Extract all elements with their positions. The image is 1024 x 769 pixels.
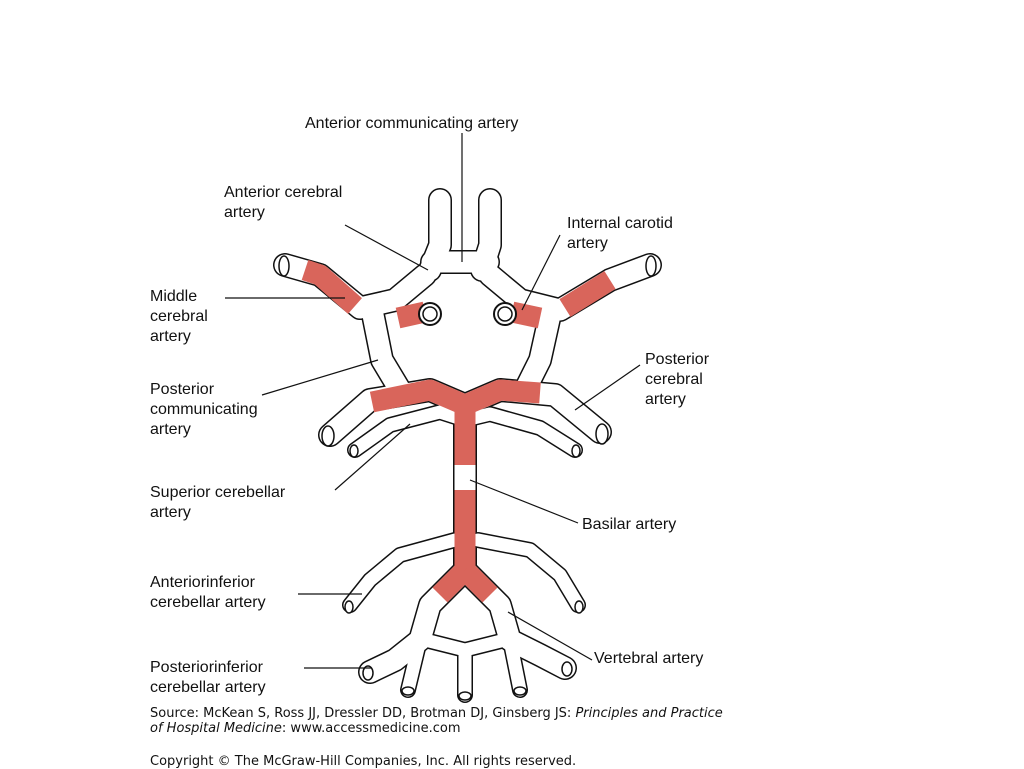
label-posterior-cerebral-line2: cerebral — [645, 371, 703, 388]
label-anteriorinferior-line1: Anteriorinferior — [150, 574, 255, 591]
vertebral-right-shade — [457, 562, 498, 603]
source-suffix: : www.accessmedicine.com — [281, 721, 461, 736]
label-middle-cerebral-line1: Middle — [150, 288, 198, 305]
label-internal-carotid-line2: artery — [567, 235, 608, 252]
label-middle-cerebral-line2: cerebral — [150, 308, 208, 325]
label-superior-cerebellar-line2: artery — [150, 504, 191, 521]
label-posterior-communicating-line3: artery — [150, 421, 191, 438]
label-anterior-cerebral-line2: artery — [224, 204, 265, 221]
label-basilar: Basilar artery — [582, 516, 677, 533]
label-posteriorinferior-line1: Posteriorinferior — [150, 659, 263, 676]
label-posteriorinferior-line2: cerebellar artery — [150, 679, 266, 696]
label-internal-carotid-line1: Internal carotid — [567, 215, 673, 232]
label-anterior-communicating: Anterior communicating artery — [305, 115, 519, 132]
source-citation-line2: of Hospital Medicine: www.accessmedicine… — [150, 721, 461, 736]
carotid-openings — [418, 302, 517, 326]
label-posterior-cerebral-line3: artery — [645, 391, 686, 408]
label-anterior-cerebral-line1: Anterior cerebral — [224, 184, 343, 201]
middle-cerebral-left-shade — [301, 260, 362, 314]
label-anteriorinferior-line2: cerebellar artery — [150, 594, 266, 611]
leader-lines — [225, 133, 641, 669]
source-prefix: Source: McKean S, Ross JJ, Dressler DD, … — [150, 706, 576, 721]
middle-cerebral-right-shade — [559, 271, 616, 317]
label-superior-cerebellar-line1: Superior cerebellar — [150, 484, 286, 501]
copyright-notice: Copyright © The McGraw-Hill Companies, I… — [150, 754, 577, 769]
label-middle-cerebral-line3: artery — [150, 328, 191, 345]
source-citation-line1: Source: McKean S, Ross JJ, Dressler DD, … — [150, 706, 723, 721]
source-title-part2: of Hospital Medicine — [150, 721, 282, 736]
label-posterior-communicating-line1: Posterior — [150, 381, 215, 398]
label-vertebral: Vertebral artery — [594, 650, 704, 667]
source-title-part1: Principles and Practice — [575, 706, 723, 721]
vessel-end-caps — [278, 255, 657, 701]
label-posterior-cerebral-line1: Posterior — [645, 351, 710, 368]
label-posterior-communicating-line2: communicating — [150, 401, 258, 418]
